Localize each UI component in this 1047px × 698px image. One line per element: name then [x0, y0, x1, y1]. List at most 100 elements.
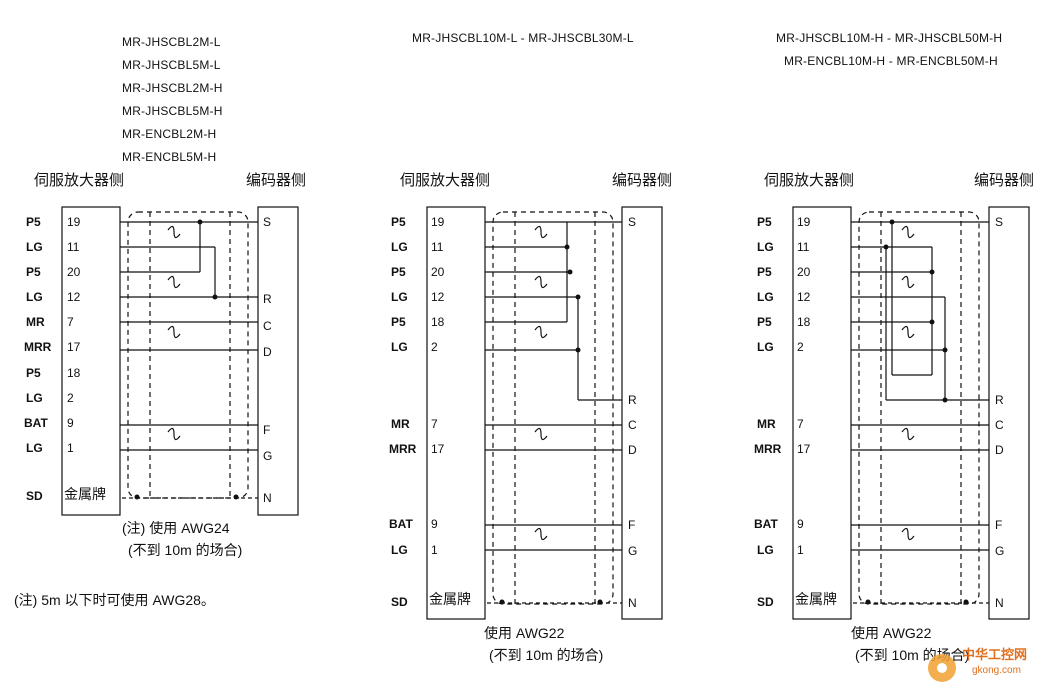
gear-icon — [928, 654, 956, 682]
watermark-url: gkong.com — [972, 665, 1021, 676]
signal-label: LG — [391, 290, 408, 304]
encoder-side-header: 编码器侧 — [612, 172, 673, 189]
model-label: MR-JHSCBL10M-H - MR-JHSCBL50M-H — [776, 31, 1003, 45]
cable-shield-outline — [127, 211, 249, 499]
model-label: MR-JHSCBL5M-H — [122, 104, 223, 118]
signal-label: LG — [26, 391, 43, 405]
shield-label: 金属牌 — [64, 486, 106, 502]
amplifier-connector-box — [61, 206, 121, 516]
signal-label: LG — [391, 543, 408, 557]
pin-number: 1 — [67, 441, 74, 455]
watermark-brand: 中华工控网 — [962, 647, 1028, 662]
pin-number: 1 — [431, 543, 438, 557]
encoder-pin: C — [995, 418, 1004, 432]
pin-number: 2 — [67, 391, 74, 405]
pin-number: 11 — [431, 240, 444, 254]
encoder-pin: N — [628, 596, 637, 610]
model-label: MR-JHSCBL2M-L — [122, 35, 221, 49]
signal-label: P5 — [26, 265, 41, 279]
encoder-pin: R — [263, 292, 272, 306]
signal-label: LG — [391, 240, 408, 254]
note-line: (注) 使用 AWG24 — [122, 520, 230, 536]
amplifier-side-header: 伺服放大器侧 — [764, 172, 855, 189]
signal-label: P5 — [26, 215, 41, 229]
sd-label: SD — [391, 595, 408, 609]
signal-label: BAT — [389, 517, 413, 531]
signal-label: LG — [757, 340, 774, 354]
encoder-pin: N — [263, 491, 272, 505]
pin-number: 18 — [67, 366, 81, 380]
sd-label: SD — [757, 595, 774, 609]
watermark-logo: 中华工控网 gkong.com — [920, 640, 1040, 690]
pin-number: 19 — [67, 215, 81, 229]
encoder-pin: S — [628, 215, 637, 229]
pin-number: 9 — [797, 517, 804, 531]
model-label: MR-ENCBL2M-H — [122, 127, 217, 141]
pin-number: 11 — [797, 240, 810, 254]
note-line: (不到 10m 的场合) — [128, 542, 243, 558]
pin-number: 20 — [797, 265, 811, 279]
pin-number: 2 — [797, 340, 804, 354]
pin-number: 20 — [67, 265, 81, 279]
encoder-pin: F — [263, 423, 271, 437]
signal-label: BAT — [754, 517, 778, 531]
encoder-pin: F — [628, 518, 636, 532]
signal-label: BAT — [24, 416, 48, 430]
signal-label: LG — [391, 340, 408, 354]
encoder-pin: D — [628, 443, 637, 457]
pin-number: 12 — [431, 290, 445, 304]
shield-label: 金属牌 — [429, 591, 471, 607]
note-line: 使用 AWG22 — [484, 625, 565, 641]
encoder-pin: R — [628, 393, 637, 407]
signal-label: P5 — [757, 315, 772, 329]
encoder-pin: F — [995, 518, 1003, 532]
signal-label: LG — [26, 240, 43, 254]
sd-label: SD — [26, 489, 43, 503]
encoder-pin: D — [995, 443, 1004, 457]
amplifier-side-header: 伺服放大器侧 — [400, 172, 491, 189]
signal-label: LG — [26, 290, 43, 304]
signal-label: P5 — [26, 366, 41, 380]
signal-label: LG — [26, 441, 43, 455]
model-label: MR-JHSCBL10M-L - MR-JHSCBL30M-L — [412, 31, 634, 45]
model-label: MR-ENCBL10M-H - MR-ENCBL50M-H — [784, 54, 998, 68]
pin-number: 7 — [431, 417, 438, 431]
pin-number: 7 — [797, 417, 804, 431]
encoder-pin: G — [995, 544, 1005, 558]
encoder-side-header: 编码器侧 — [974, 172, 1035, 189]
signal-label: LG — [757, 543, 774, 557]
encoder-pin: G — [628, 544, 638, 558]
amplifier-side-header: 伺服放大器侧 — [34, 172, 125, 189]
model-label: MR-ENCBL5M-H — [122, 150, 217, 164]
pin-number: 1 — [797, 543, 804, 557]
pin-number: 12 — [797, 290, 811, 304]
encoder-pin: D — [263, 345, 272, 359]
encoder-pin: S — [995, 215, 1004, 229]
encoder-pin: C — [628, 418, 637, 432]
pin-number: 17 — [797, 442, 811, 456]
signal-label: MRR — [389, 442, 417, 456]
pin-number: 7 — [67, 315, 74, 329]
pin-number: 20 — [431, 265, 445, 279]
signal-label: MRR — [24, 340, 52, 354]
pin-number: 17 — [431, 442, 445, 456]
signal-label: P5 — [757, 265, 772, 279]
pin-number: 12 — [67, 290, 81, 304]
encoder-connector-box — [257, 206, 299, 516]
note-line: 使用 AWG22 — [851, 625, 932, 641]
signal-label: MR — [391, 417, 410, 431]
pin-number: 18 — [431, 315, 445, 329]
footnote: (注) 5m 以下时可使用 AWG28。 — [14, 592, 215, 608]
encoder-pin: R — [995, 393, 1004, 407]
signal-label: MRR — [754, 442, 782, 456]
signal-label: P5 — [391, 265, 406, 279]
pin-number: 19 — [431, 215, 445, 229]
model-label: MR-JHSCBL2M-H — [122, 81, 223, 95]
signal-label: MR — [757, 417, 776, 431]
note-line: (不到 10m 的场合) — [489, 647, 604, 663]
signal-label: MR — [26, 315, 45, 329]
pin-number: 19 — [797, 215, 811, 229]
pin-number: 17 — [67, 340, 81, 354]
pin-number: 18 — [797, 315, 811, 329]
signal-label: P5 — [391, 215, 406, 229]
